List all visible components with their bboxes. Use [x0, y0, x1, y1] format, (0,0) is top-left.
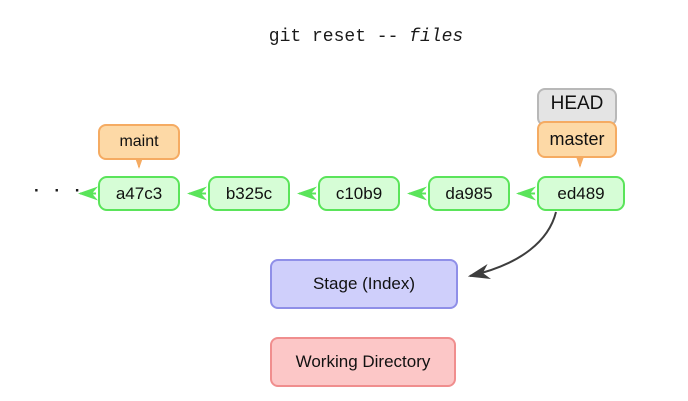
- commit-node-b325c: b325c: [208, 176, 290, 211]
- history-ellipsis: · · ·: [34, 181, 86, 200]
- working-directory-box: Working Directory: [270, 337, 456, 387]
- reset-arrow: [467, 211, 557, 280]
- branch-label-master: master: [537, 121, 617, 158]
- head-label: HEAD: [537, 88, 617, 126]
- commit-node-a47c3: a47c3: [98, 176, 180, 211]
- title-command: git reset --: [268, 27, 410, 47]
- commit-node-da985: da985: [428, 176, 510, 211]
- branch-label-maint: maint: [98, 124, 180, 160]
- stage-index-box: Stage (Index): [270, 259, 458, 309]
- commit-node-ed489: ed489: [537, 176, 625, 211]
- commit-node-c10b9: c10b9: [318, 176, 400, 211]
- title-argument: files: [409, 27, 464, 47]
- diagram-title: git reset -- files: [269, 27, 463, 47]
